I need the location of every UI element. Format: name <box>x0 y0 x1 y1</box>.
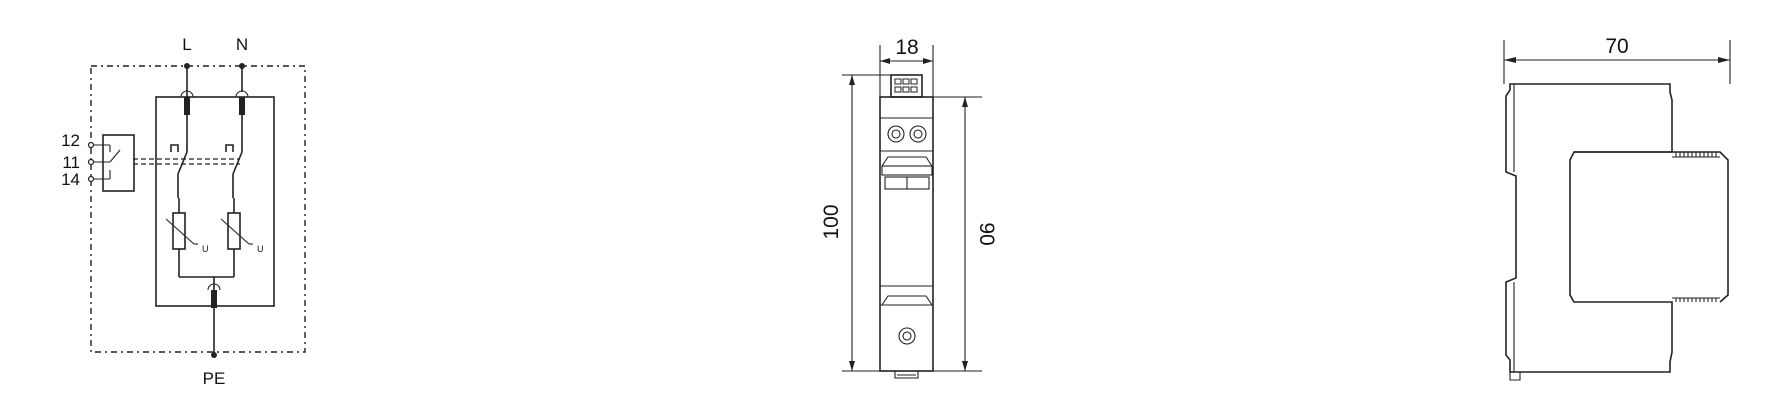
front-view: 18 100 <box>820 36 998 379</box>
enclosure-boundary <box>90 65 306 353</box>
fuse-n <box>239 97 245 115</box>
side-view: 70 <box>1503 35 1731 381</box>
contact-12-label: 12 <box>61 131 80 150</box>
side-depth-dim: 70 <box>1605 35 1628 58</box>
contact-14-label: 14 <box>61 170 80 189</box>
module-box <box>155 96 275 307</box>
terminal-n-label: N <box>236 35 248 54</box>
varistor-n-mark: U <box>257 244 264 254</box>
terminal-pe-label: PE <box>203 369 226 388</box>
front-width-dim: 18 <box>895 36 918 59</box>
front-height-dim: 100 <box>820 204 843 239</box>
varistor-l-mark: U <box>202 244 209 254</box>
module-side-body <box>1505 83 1673 373</box>
fuse-pe <box>211 290 217 308</box>
fuse-l <box>184 97 190 115</box>
terminal-l-label: L <box>182 35 191 54</box>
contact-11-label: 11 <box>62 153 80 172</box>
wiring-schematic: L N PE U U <box>61 35 306 388</box>
signal-contact-box <box>102 134 135 192</box>
front-body-height-dim: 90 <box>975 222 998 245</box>
module-front-body <box>879 96 934 372</box>
